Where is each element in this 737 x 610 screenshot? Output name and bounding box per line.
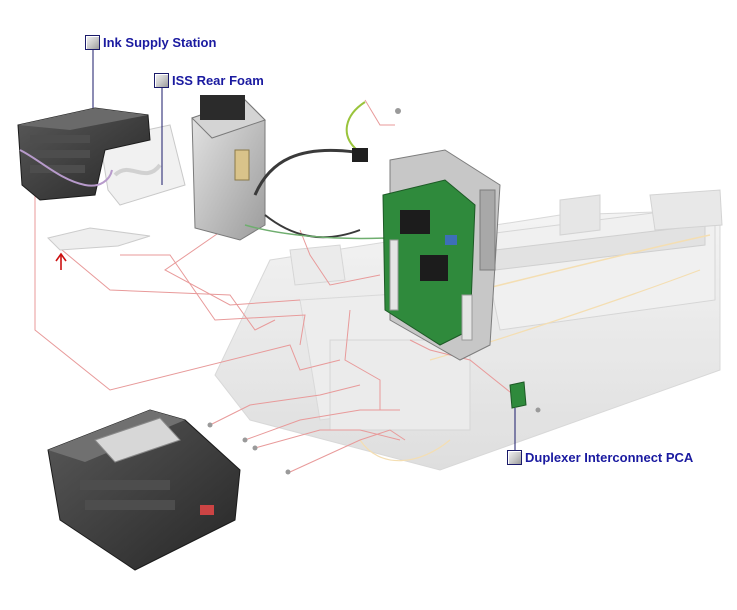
- ground-wire-part: [345, 101, 401, 162]
- callout-label: Duplexer Interconnect PCA: [525, 450, 694, 465]
- square-button-icon: [85, 35, 100, 50]
- callout-label: Ink Supply Station: [103, 35, 217, 50]
- exploded-view-lines: [34, 99, 521, 473]
- callout-leader-lines: [92, 50, 516, 452]
- callout-label: ISS Rear Foam: [172, 73, 264, 88]
- power-supply-part: [191, 95, 386, 241]
- screws: [207, 422, 291, 475]
- callout-duplexer-interconnect-pca[interactable]: Duplexer Interconnect PCA: [507, 450, 693, 465]
- square-button-icon: [507, 450, 522, 465]
- up-arrow-icon: [55, 252, 67, 270]
- duplexer-interconnect-pca-part: [509, 381, 541, 413]
- callout-ink-supply-station[interactable]: Ink Supply Station: [85, 35, 216, 50]
- service-station-part: [47, 409, 241, 571]
- callout-iss-rear-foam[interactable]: ISS Rear Foam: [154, 73, 264, 88]
- ink-supply-station-part: [17, 107, 151, 201]
- foam-pad-part: [47, 227, 151, 251]
- square-button-icon: [154, 73, 169, 88]
- main-pca-board-part: [382, 149, 501, 361]
